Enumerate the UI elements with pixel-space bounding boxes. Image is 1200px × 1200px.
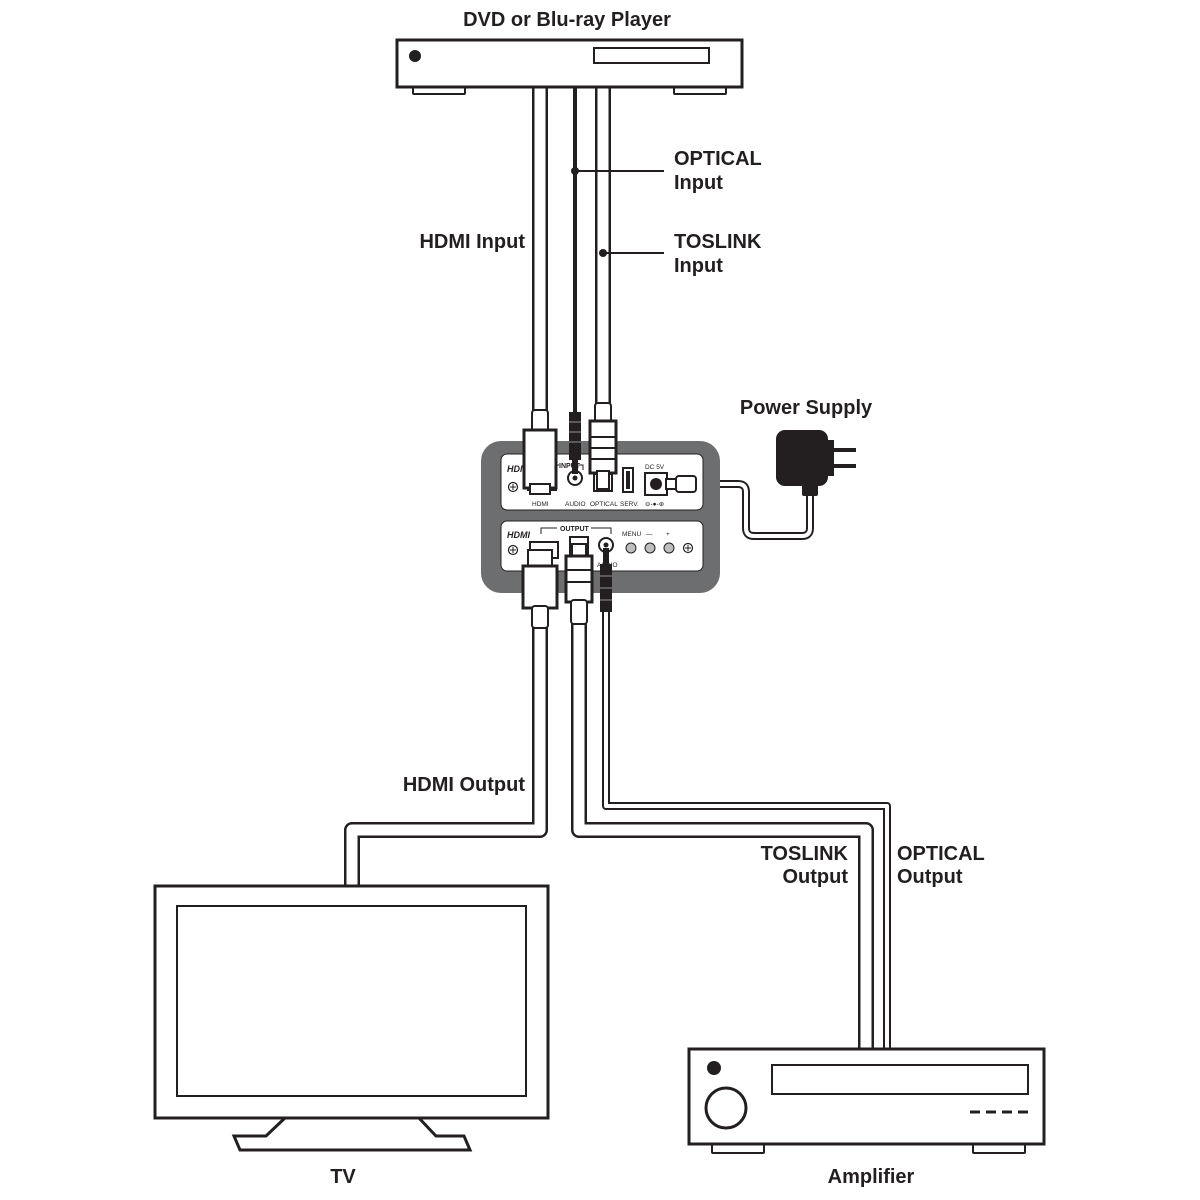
port-label-serv: SERV.: [620, 501, 639, 508]
toslink-input-leader-dot: [599, 249, 607, 257]
amplifier: [687, 1047, 1046, 1154]
amplifier-display: [771, 1064, 1029, 1095]
toslink-output-label-line2: Output: [782, 866, 848, 888]
plus-button: [663, 542, 675, 554]
toslink-input-plug: [588, 402, 618, 490]
tv-label: TV: [330, 1166, 356, 1188]
input-group-label: INPUT: [559, 463, 581, 470]
toslink-output-cable: [571, 620, 874, 1050]
port-label-audio: AUDIO: [565, 501, 586, 508]
dvd-player: [395, 38, 744, 95]
optical-input-plug: [569, 412, 581, 474]
amplifier-power-icon: [707, 1061, 721, 1075]
source-device-label: DVD or Blu-ray Player: [463, 9, 671, 31]
polarity-icon: ⊖-●-⊕: [645, 501, 665, 508]
optical-input-label-line2: Input: [674, 172, 723, 194]
dc-label: DC 5V: [645, 464, 665, 471]
minus-button: [644, 542, 656, 554]
hdmi-input-plug: [522, 409, 558, 495]
optical-output-plug: [600, 548, 612, 612]
dc-plug: [665, 475, 697, 493]
volume-knob-icon: [704, 1086, 748, 1130]
toslink-input-label-line2: Input: [674, 255, 723, 277]
minus-label: —: [646, 531, 653, 538]
optical-input-label-line1: OPTICAL: [674, 148, 762, 170]
hdmi-output-plug: [521, 549, 559, 629]
power-adapter-icon: [776, 430, 856, 496]
toslink-output-plug: [564, 543, 594, 625]
amplifier-label: Amplifier: [828, 1166, 915, 1188]
toslink-input-label-line1: TOSLINK: [674, 231, 762, 253]
input-hdmi-logo: HDMI: [507, 464, 530, 474]
hdmi-output-cable: [344, 622, 548, 888]
menu-label: MENU: [622, 531, 641, 538]
hdmi-output-label: HDMI Output: [403, 774, 526, 796]
hdmi-input-label: HDMI Input: [419, 231, 525, 253]
toslink-output-label-line1: TOSLINK: [761, 843, 849, 865]
port-label-hdmi: HDMI: [532, 501, 549, 508]
power-supply-label: Power Supply: [740, 397, 873, 419]
output-hdmi-logo: HDMI: [507, 530, 530, 540]
optical-output-label-line2: Output: [897, 866, 963, 888]
output-group-label: OUTPUT: [560, 526, 590, 533]
power-button-icon: [409, 50, 421, 62]
tv-screen: [176, 905, 527, 1097]
menu-button: [625, 542, 637, 554]
tv-stand: [231, 1115, 473, 1152]
plus-label: +: [666, 531, 670, 538]
power-cord: [690, 480, 814, 540]
disc-tray: [593, 47, 710, 64]
optical-input-leader-dot: [571, 167, 579, 175]
tv: [153, 884, 550, 1152]
port-label-optical: OPTICAL: [590, 501, 618, 508]
optical-output-label-line1: OPTICAL: [897, 843, 985, 865]
optical-output-cable: [602, 612, 891, 1050]
